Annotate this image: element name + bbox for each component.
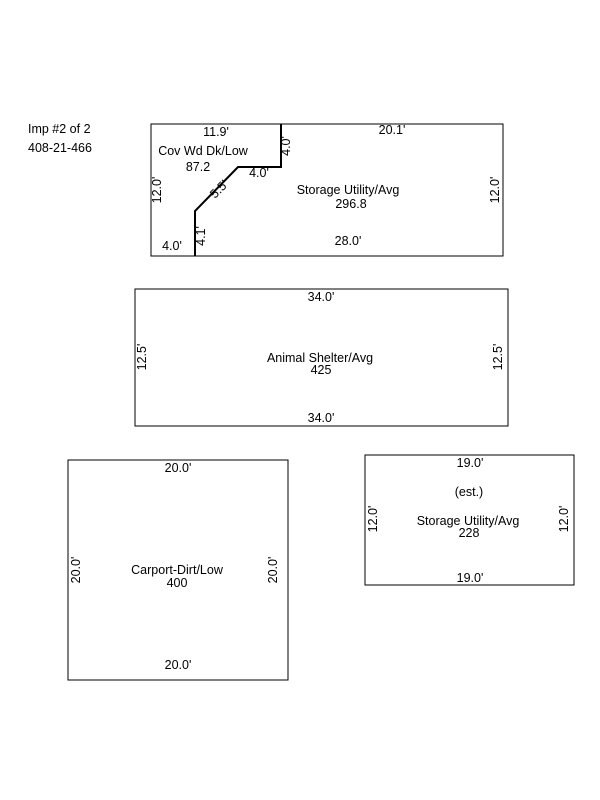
su2-est-note: (est.) xyxy=(455,485,483,499)
carport-bottom-dim: 20.0' xyxy=(165,658,192,672)
storage-utility-1-group: 11.9' 20.1' Cov Wd Dk/Low 87.2 4.0' 4.0'… xyxy=(150,123,504,257)
deck-area: 87.2 xyxy=(186,160,210,174)
su2-left-dim: 12.0' xyxy=(366,506,380,533)
deck-boundary-line xyxy=(194,124,282,256)
animal-shelter-left-dim: 12.5' xyxy=(135,344,149,371)
su2-top-dim: 19.0' xyxy=(457,456,484,470)
storage-utility-1-outline xyxy=(150,123,504,257)
su2-bottom-dim: 19.0' xyxy=(457,571,484,585)
carport-area: 400 xyxy=(167,576,188,590)
su1-area: 296.8 xyxy=(335,197,366,211)
su1-name: Storage Utility/Avg xyxy=(297,183,400,197)
animal-shelter-group: 34.0' 12.5' 12.5' Animal Shelter/Avg 425… xyxy=(134,288,509,427)
animal-shelter-bottom-dim: 34.0' xyxy=(308,411,335,425)
storage-utility-2-group: 19.0' (est.) 12.0' 12.0' Storage Utility… xyxy=(364,454,575,586)
su2-area: 228 xyxy=(459,526,480,540)
animal-shelter-area: 425 xyxy=(311,363,332,377)
carport-right-dim: 20.0' xyxy=(266,557,280,584)
carport-group: 20.0' 20.0' 20.0' Carport-Dirt/Low 400 2… xyxy=(67,459,289,681)
animal-shelter-top-dim: 34.0' xyxy=(308,290,335,304)
carport-name: Carport-Dirt/Low xyxy=(131,563,224,577)
parcel-id: 408-21-466 xyxy=(28,141,92,155)
storage-utility-2-outline xyxy=(364,454,575,586)
su2-name: Storage Utility/Avg xyxy=(417,514,520,528)
su1-right-dim: 12.0' xyxy=(488,177,502,204)
animal-shelter-name: Animal Shelter/Avg xyxy=(267,351,373,365)
deck-name: Cov Wd Dk/Low xyxy=(158,144,249,158)
su1-bottom-left-dim: 4.0' xyxy=(162,239,182,253)
imp-label: Imp #2 of 2 xyxy=(28,122,91,136)
su2-right-dim: 12.0' xyxy=(557,506,571,533)
animal-shelter-right-dim: 12.5' xyxy=(491,344,505,371)
su1-notch-horizontal-dim: 4.0' xyxy=(249,166,269,180)
su1-top-right-dim: 20.1' xyxy=(379,123,406,137)
su1-diagonal-dim: 5.5' xyxy=(207,177,231,201)
deck-top-dim: 11.9' xyxy=(203,125,229,139)
carport-top-dim: 20.0' xyxy=(165,461,192,475)
carport-outline xyxy=(67,459,289,681)
su1-notch-vertical-dim: 4.0' xyxy=(279,136,293,156)
carport-left-dim: 20.0' xyxy=(69,557,83,584)
su1-bottom-dim: 28.0' xyxy=(335,234,362,248)
animal-shelter-outline xyxy=(134,288,509,427)
su1-lower-vertical-dim: 4.1' xyxy=(194,226,208,246)
su1-left-dim: 12.0' xyxy=(150,177,164,204)
